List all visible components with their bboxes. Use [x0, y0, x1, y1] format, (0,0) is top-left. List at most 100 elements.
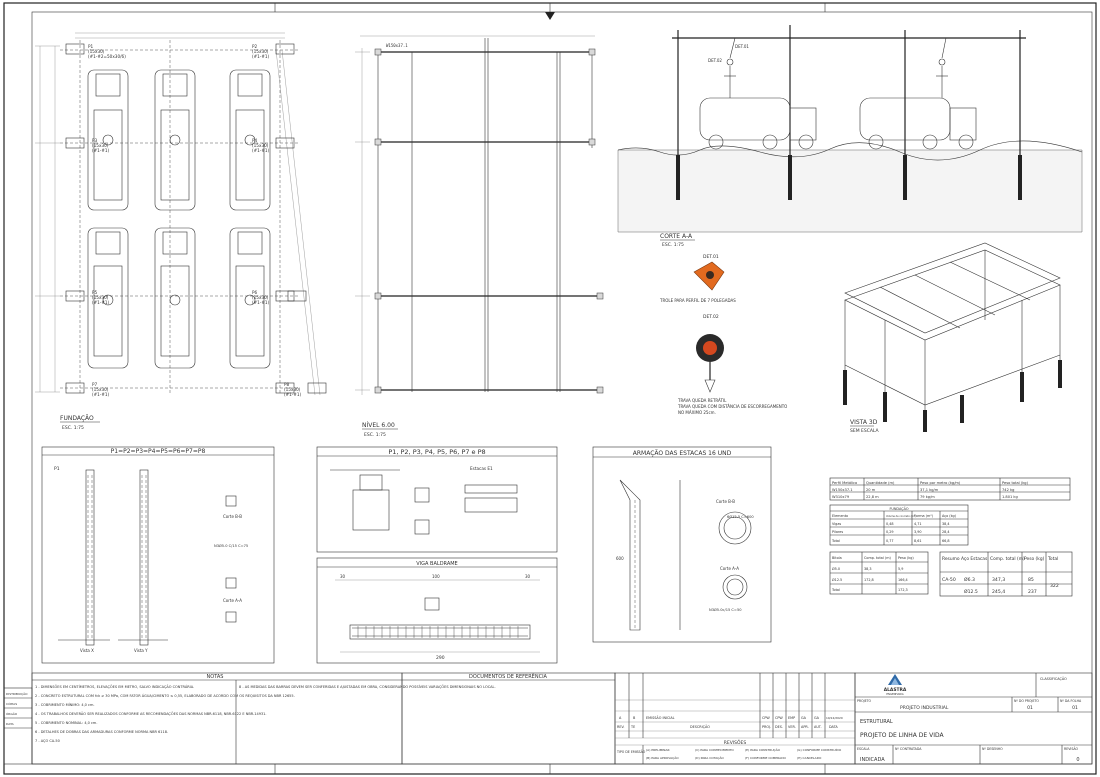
concrete-cell: 0,48 [886, 522, 894, 526]
det01-caption: TROLE PARA PERFIL DE 7 POLEGADAS [659, 298, 736, 303]
pillar-label-p1: P1 [88, 44, 94, 49]
summary-cell: 347,3 [992, 577, 1005, 583]
section-det2-label: DET.02 [708, 58, 722, 63]
note-item-4: 4 - OS TRABALHOS DEVERÃO SER REALIZADOS … [35, 711, 267, 716]
summary-cell: 237 [1028, 589, 1037, 595]
level-plan: W150x37.1 NÍVEL 6.00 ESC. 1:75 [355, 35, 604, 438]
revisions-title: REVISÕES [724, 739, 747, 746]
pillar-detail-box: P1=P2=P3=P4=P5=P6=P7=P8 P1 Corte B-B Cor… [41, 446, 275, 664]
det01-title: DET.01 [703, 254, 719, 260]
type-1: (B) PARA APROVAÇÃO [646, 755, 679, 760]
type-7: (H) CANCELADO [797, 756, 822, 760]
sidebar-row-2: ÓRGÃO [6, 711, 18, 716]
projeto-value: PROJETO INDUSTRIAL [900, 705, 949, 711]
rev-cell: B [633, 716, 636, 720]
foundation-scale: ESC. 1:75 [62, 425, 84, 431]
drawing-subtitle: ESTRUTURAL [860, 719, 893, 725]
company-name: ALASTRA [884, 687, 907, 693]
sheet-border-marker [545, 12, 555, 20]
concrete-cell: 8,61 [914, 539, 922, 543]
summary-header-1: Comp. total (m) [990, 556, 1025, 562]
rev-header-3: PROJ. [762, 725, 771, 729]
pillar-size-p3: (15x30) [92, 143, 109, 148]
pillar-cut-b: Corte B-B [223, 514, 242, 519]
column-detail-box: P1, P2, P3, P4, P5, P6, P7 e P8 Estacas … [316, 446, 558, 553]
view3d-scale: SEM ESCALA [850, 428, 880, 434]
contratada-label: Nº CONTRATADA [895, 747, 922, 751]
summary-cell: 85 [1028, 577, 1034, 583]
pillar-detail-title: P1=P2=P3=P4=P5=P6=P7=P8 [111, 448, 206, 455]
type-3: (D) PARA COTAÇÃO [695, 755, 724, 760]
concrete-cell: 0,29 [886, 530, 894, 534]
steel-cell: 79 kg/m [920, 495, 935, 499]
pillar-cut-a: Corte A-A [223, 598, 242, 603]
pillar-note-p1: (#1-#2=50x30/6) [88, 54, 126, 59]
rebar-cell: Total [831, 588, 840, 592]
rev-cell: GA [814, 716, 820, 720]
rev-header-7: AUT. [814, 725, 822, 729]
note-item-6: 6 - DETALHES DE DOBRAS DAS ARMADURAS CON… [35, 730, 168, 734]
rebar-cell: 172,3 [898, 588, 908, 592]
beam-length: 290 [436, 655, 445, 661]
rebar-cell: Ø12.5 [832, 577, 842, 582]
left-sidebar: DISTRIBUIÇÃO CÓPIAS ÓRGÃO DATA [3, 687, 33, 765]
sidebar-row-0: DISTRIBUIÇÃO [6, 691, 28, 696]
note-item-8: 8 - AS MEDIDAS DAS BARRAS DEVEM SER CONF… [239, 684, 496, 689]
folha-value: 01 [1072, 705, 1078, 711]
concrete-cell: 0,77 [886, 539, 894, 543]
steel-header-3: Peso total (kg) [1002, 481, 1029, 485]
column-cut-label: Estacas E1 [470, 466, 493, 471]
pillar-size-p2: (15x30) [252, 49, 269, 54]
view3d-title: VISTA 3D [850, 419, 878, 426]
piles-height: 600 [616, 556, 624, 561]
concrete-cell: 28,4 [942, 530, 950, 534]
sidebar-row-3: DATA [6, 722, 15, 726]
revisao-value: 0 [1076, 757, 1079, 763]
level-scale: ESC. 1:75 [364, 432, 386, 438]
tipo-emissao-label: TIPO DE EMISSÃO [616, 749, 646, 754]
concrete-cell: 4,71 [914, 522, 922, 526]
note-item-3: 3 - COBRIMENTO MÍNIMO: 4,0 cm. [35, 702, 94, 707]
pillar-note-p6: (#1-#1) [252, 300, 269, 305]
section-a-a: DET.01 DET.02 CORTE A-A ESC. 1:75 [617, 25, 1083, 248]
rev-cell: 10/12/2020 [826, 716, 843, 720]
sidebar-row-1: CÓPIAS [6, 701, 17, 706]
rev-header-2: DESCRIÇÃO [690, 724, 710, 729]
det02-caption-2: TRAVA QUEDA COM DISTÂNCIA DE ESCORREGAME… [677, 404, 787, 409]
beam-detail-title: VIGA BALDRAME [416, 561, 457, 567]
piles-cut-b: Corte B-B [716, 499, 735, 504]
concrete-header-3: Aço (kg) [942, 514, 957, 518]
pillar-note-p3: (#1-#1) [92, 148, 109, 153]
pillar-size-p7: (15x30) [92, 387, 109, 392]
rev-cell: A [619, 716, 622, 720]
concrete-cell: 38,4 [942, 522, 950, 526]
trolley-icon [693, 261, 725, 291]
foundation-title: FUNDAÇÃO [60, 415, 94, 422]
level-title: NÍVEL 6.00 [362, 422, 395, 429]
rev-header-5: VER. [788, 725, 796, 729]
drawing-description: PROJETO DE LINHA DE VIDA [860, 732, 945, 739]
piles-cut-a: Corte A-A [720, 566, 739, 571]
detail-02: DET.02 TRAVA QUEDA RETRÁTIL TRAVA QUEDA … [677, 314, 787, 415]
rev-cell: CPW [762, 716, 770, 720]
rev-header-1: TE [630, 725, 635, 729]
rev-cell: CPW [775, 716, 783, 720]
rev-cell: EMP [788, 716, 795, 720]
pillar-view-y: Vista Y [134, 648, 148, 653]
steel-header-2: Peso por metro (kg/m) [920, 481, 961, 485]
rev-header-4: DES. [775, 725, 783, 729]
det02-title: DET.02 [703, 314, 719, 320]
steel-cell: 37,1 kg/m [920, 488, 939, 492]
steel-header-1: Quantidade (m) [866, 481, 895, 485]
pillar-note-p8: (#1-#1) [284, 392, 301, 397]
pillar-size-p1: (15x30) [88, 49, 105, 54]
concrete-cell: Vigas [832, 522, 841, 526]
steel-cell: 1.801 kg [1002, 495, 1018, 499]
concrete-header-0: Elemento [832, 514, 848, 518]
piles-rebar-2: N3Ø5.0c/15 C=50 [709, 607, 742, 612]
piles-detail-title: ARMAÇÃO DAS ESTACAS 16 UND [633, 450, 732, 457]
concrete-header-2: Forma (m²) [914, 514, 934, 518]
steel-cell: 22,8 m [866, 495, 879, 499]
steel-header-0: Perfil Metálico [832, 481, 857, 485]
